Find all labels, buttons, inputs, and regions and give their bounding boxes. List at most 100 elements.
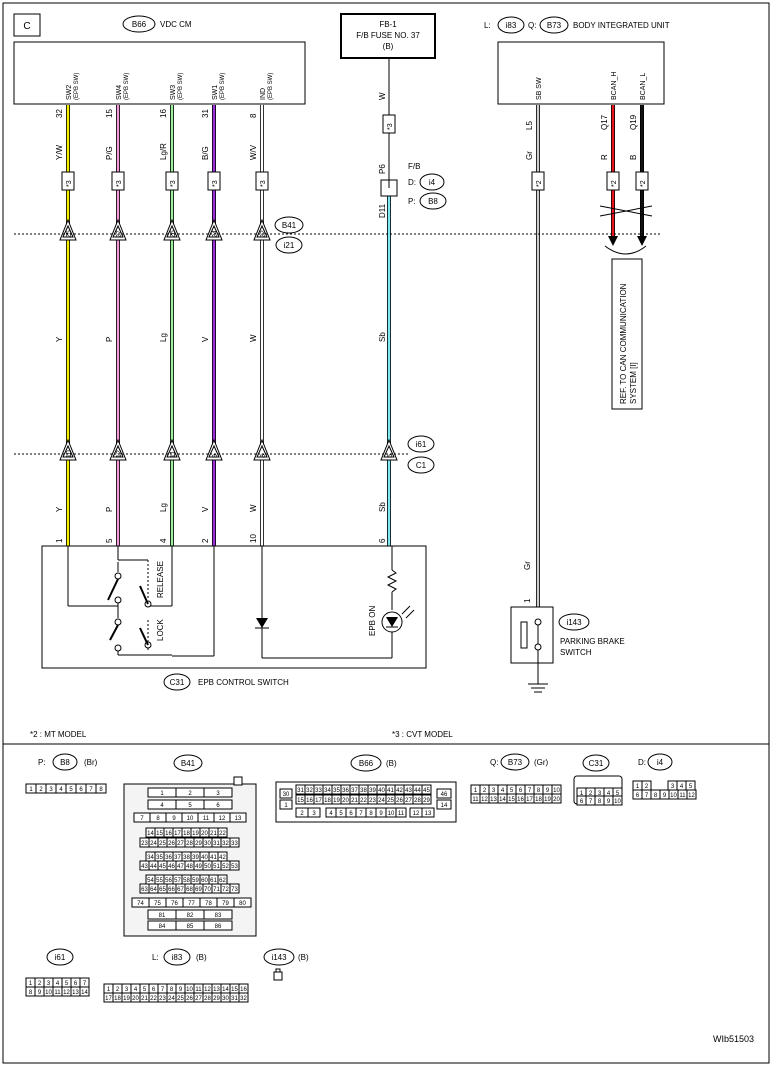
vdc-ref: B66 [132,20,147,29]
section-label-box [13,13,41,37]
i83-r2-pin-22: 22 [150,996,157,1002]
b66-r4b-cell-0 [436,799,452,810]
can-reference: REF. TO CAN COMMUNICATION SYSTEM [I] [599,205,653,410]
parking-title1: PARKING BRAKE [560,637,625,646]
i61-r1-pin-6: 6 [74,981,78,987]
vdc-j1-4-inner [256,224,268,238]
vdc-pin-no-0: 32 [55,109,64,118]
i83-r2-pin-20: 20 [132,996,139,1002]
fuse-line3: (B) [383,42,394,51]
b66-r3b-pin-4: 4 [329,811,333,817]
b66-r4a-pin-46: 46 [441,792,448,798]
conn-i143-color: (B) [298,953,309,962]
epb-release-label: RELEASE [156,561,165,598]
biu-arrow-2 [637,236,647,246]
can-ref-line2: SYSTEM [I] [629,362,638,404]
b41-r5-pin-32: 32 [222,841,229,847]
b66-r2-pin-26: 26 [396,798,403,804]
b41-r8-pin-58: 58 [183,878,190,884]
biu-pin-no-1: Q17 [600,114,609,130]
note-mt: *2 : MT MODEL [30,730,87,739]
vdc-sw-pin-4: 10 [249,534,258,543]
vdc-low-1: P [105,507,114,512]
parking-switch-box [510,606,554,664]
diode-symbol [256,618,268,628]
vdc-j1-1-inner [112,224,124,238]
i4-r1b-pin-4: 4 [680,784,684,790]
b41-r3-pin-7: 7 [140,816,144,822]
i83-r2-pin-26: 26 [186,996,193,1002]
b41-r9-pin-70: 70 [204,887,211,893]
junction-bottom-ref2: C1 [416,461,427,470]
conn-b73-color: (Gr) [534,758,549,767]
b73-r1-pin-8: 8 [537,788,541,794]
vdc-cm-module [13,41,306,105]
b41-r7-pin-47: 47 [177,864,184,870]
vdc-ref-oval [122,15,156,33]
biu-ref-0: *2 [536,180,543,187]
fb-p-prefix: P: [408,197,416,206]
b66-r1-pin-41: 41 [387,788,394,794]
c31-r2-cell-4 [612,795,623,806]
conn-i83-ref: i83 [172,953,183,962]
b66-r1-pin-32: 32 [306,788,313,794]
b41-r10-pin-79: 79 [222,901,229,907]
b41-r5-pin-24: 24 [150,841,157,847]
parking-ref: i143 [566,618,582,627]
vdc-pin-name-1: SW4 [116,85,123,100]
b66-r2-pin-23: 23 [369,798,376,804]
i83-r1-pin-5: 5 [143,987,147,993]
b73-r2-pin-13: 13 [490,797,497,803]
b41-r10-pin-78: 78 [205,901,212,907]
b41-r5-pin-31: 31 [213,841,220,847]
conn-c31-ref: C31 [589,759,604,768]
i61-r1-pin-5: 5 [65,981,69,987]
i61-r1-pin-1: 1 [29,981,33,987]
b73-r1-pin-6: 6 [519,788,523,794]
biu-ref-2: *2 [640,180,647,187]
fuse-wire-mid: Sb [378,332,387,342]
vdc-ref-3: *3 [212,180,219,187]
b41-r5-cell-10 [229,837,240,848]
resistor-symbol [386,569,398,593]
vdc-wire-code-2: Lg/R [159,143,168,160]
b8-pin-6: 6 [79,787,83,793]
b41-r7-pin-49: 49 [195,864,202,870]
b41-r4-pin-17: 17 [174,831,181,837]
c31-r1-pin-5: 5 [616,791,620,797]
b66-r2-pin-15: 15 [297,798,304,804]
i83-r1-pin-3: 3 [125,987,129,993]
b41-r6-pin-36: 36 [165,855,172,861]
vdc-low-0: Y [55,506,64,512]
b41-r12-pin-84: 84 [159,924,166,930]
biu-title: BODY INTEGRATED UNIT [573,21,670,30]
fb-d-ref: i4 [429,178,436,187]
b66-r3a-pin-2: 2 [300,811,304,817]
b66-r1-pin-31: 31 [297,788,304,794]
i61-r2-pin-11: 11 [54,990,61,996]
vdc-j2-0-inner [62,444,74,458]
i61-r1-pin-2: 2 [38,981,42,987]
b66-r1-pin-45: 45 [423,788,430,794]
i61-r2-cell-6 [79,986,90,997]
vdc-low-3: V [201,506,210,512]
b73-r1-pin-2: 2 [483,788,487,794]
vdc-low-4: W [249,504,258,512]
epb-on-label: EPB ON [368,606,377,636]
b73-r1-pin-1: 1 [474,788,478,794]
b8-pin-5: 5 [69,787,73,793]
b41-r8-pin-59: 59 [192,878,199,884]
biu-ref-1-box [606,171,620,191]
vdc-pin-sub-2: (EPB SW) [178,73,184,100]
b66-r0b-pin-1: 1 [284,803,288,809]
epb-ref-oval [163,673,191,691]
b8-pin-1: 1 [29,787,33,793]
vdc-ref-4-box [255,171,269,191]
vdc-j2-4-inner [256,444,268,458]
b41-r8-pin-56: 56 [165,878,172,884]
b66-r2-pin-18: 18 [324,798,331,804]
b41-r3-pin-10: 10 [187,816,194,822]
